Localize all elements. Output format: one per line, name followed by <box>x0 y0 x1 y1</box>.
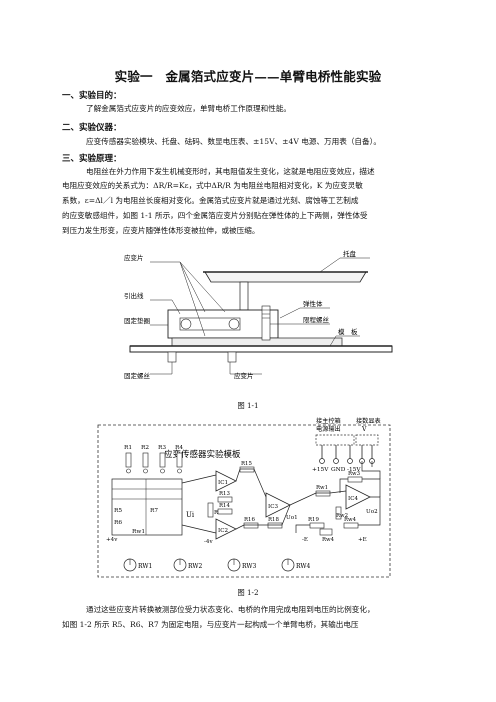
tray-shape <box>204 271 367 283</box>
r15-label: R19 <box>308 517 319 523</box>
label-fixing-plate: 固定垫圈 <box>124 316 150 325</box>
mounting-block <box>171 337 343 347</box>
r7-label: R7 <box>150 508 158 514</box>
ic2-label: IC2 <box>218 528 228 534</box>
module-title: 应变传感器实验模板 <box>164 449 241 460</box>
tray-column <box>239 281 249 311</box>
supply-minus4v: -4v <box>204 539 213 545</box>
supply-plus-e: +E <box>358 537 367 543</box>
closing-line-1: 通过这些应变片转换被测部位受力状态变化、电桥的作用完成电阻到电压的比例变化， <box>86 605 375 614</box>
label-limit-screw: 限程螺丝 <box>303 315 330 324</box>
header-label-main-box: 接主控箱 <box>316 417 341 425</box>
r19-label: Rw4 <box>344 517 357 523</box>
pot-rw1-label: RW1 <box>138 563 152 570</box>
pot-rw3-label: RW3 <box>242 563 257 570</box>
r17-label: Rw2 <box>336 513 348 519</box>
r16-label: Rw1 <box>316 485 328 491</box>
supply-plus4v: +4v <box>106 537 118 543</box>
r18-label: Rw3 <box>348 471 361 477</box>
resistor-r3-label: R3 <box>158 445 166 451</box>
rw4-label: Rw4 <box>322 537 335 543</box>
r12-label: R16 <box>244 517 255 523</box>
resistor-r4-label: R4 <box>175 445 183 451</box>
uo1-label: Uo1 <box>286 515 298 521</box>
label-module-board: 模 板 <box>338 327 358 336</box>
r14-label: R18 <box>268 517 279 523</box>
pot-rw4-label: RW4 <box>296 563 311 570</box>
r5-label: R5 <box>114 508 122 514</box>
rw1-label: Rw1 <box>132 529 145 535</box>
r9-label: R13 <box>219 491 230 497</box>
resistor-r2-label: R2 <box>141 445 149 451</box>
section-heading-purpose: 一、实验目的： <box>62 91 122 101</box>
supply-gnd: GND <box>331 467 346 473</box>
uo2-label: Uo2 <box>366 509 378 515</box>
label-lead-wire: 引出线 <box>124 291 144 300</box>
ic3-opamp <box>265 492 291 518</box>
principle-line-1: 电阻丝在外力作用下发生机械变形时，其电阻值发生变化，这就是电阻应变效应，描述 <box>86 167 375 176</box>
ic4-label: IC4 <box>348 496 358 502</box>
supply-minus15: -15V <box>347 467 361 473</box>
section-text-instruments: 应变传感器实验模块、托盘、砝码、数显电压表、±15V、±4V 电源、万用表（自备… <box>86 137 381 146</box>
page-title: 实验一 金属箔式应变片——单臂电桥性能实验 <box>114 69 382 84</box>
ic1-label: IC1 <box>218 480 228 486</box>
module-board <box>129 345 393 353</box>
section-text-purpose: 了解金属箔式应变片的应变效应，单臂电桥工作原理和性能。 <box>86 104 292 113</box>
strain-gauge-group: R1 R2 R3 R4 <box>124 445 183 474</box>
ic2-opamp <box>215 518 237 540</box>
figure-1-1-strain-gauge-diagram: 应变片 托盘 引出线 弹性体 固定垫圈 限程螺丝 模 板 固定螺丝 应变片 <box>124 249 393 380</box>
section-heading-instruments: 二、实验仪器： <box>62 123 122 133</box>
supply-minus-e: -E <box>302 537 308 543</box>
figure-1-2-circuit-diagram: 接主控箱 电源输出 接数显表 V +15V GND -15V 应变传感器实验模板… <box>97 417 391 578</box>
resistor-r1-label: R1 <box>124 445 132 451</box>
supply-plus15: +15V <box>312 467 329 473</box>
r11-label: R15 <box>241 461 252 467</box>
label-tray: 托盘 <box>343 249 357 258</box>
limit-screw <box>261 305 271 341</box>
pot-rw2-label: RW2 <box>188 563 203 570</box>
potentiometer-row: RW1 RW2 RW3 RW4 <box>123 558 311 572</box>
principle-line-2: 电阻应变效应的关系式为：ΔR/R=Kε，式中ΔR/R 为电阻丝电阻相对变化，K … <box>62 181 363 190</box>
header-label-display: 接数显表 <box>356 417 381 425</box>
label-elastic-body: 弹性体 <box>303 299 323 308</box>
ui-label: Ui <box>186 511 195 519</box>
figure-1-1-caption: 图 1-1 <box>237 401 259 410</box>
label-strain-gauge-top: 应变片 <box>124 253 144 262</box>
bridge-area <box>111 478 183 536</box>
label-strain-gauge-bottom: 应变片 <box>234 371 254 380</box>
r10-label: R14 <box>219 503 230 509</box>
header-label-v: V <box>361 426 367 433</box>
header-label-supply-output: 电源输出 <box>316 425 341 433</box>
figure-1-2-caption: 图 1-2 <box>237 588 259 597</box>
module-border <box>97 424 391 578</box>
ic4-opamp <box>345 484 371 510</box>
label-fixing-screw: 固定螺丝 <box>124 371 151 380</box>
closing-line-2: 如图 1-2 所示 R5、R6、R7 为固定电阻，与应变片一起构成一个单臂电桥，… <box>62 620 359 629</box>
principle-line-5: 到压力发生形变，应变片随弹性体形变被拉伸，或被压缩。 <box>62 226 260 235</box>
principle-line-4: 的应变敏感组件，如图 1-1 所示，四个金属箔应变片分别贴在弹性体的上下两侧，弹… <box>62 211 368 220</box>
section-heading-principle: 三、实验原理： <box>62 154 122 164</box>
ic3-label: IC3 <box>268 504 278 510</box>
principle-line-3: 系数，ε=Δl／l 为电阻丝长度相对变化。金属箔式应变片就是通过光刻、腐蚀等工艺… <box>62 196 359 205</box>
ic1-opamp <box>215 470 237 492</box>
r6-label: R6 <box>114 520 122 526</box>
